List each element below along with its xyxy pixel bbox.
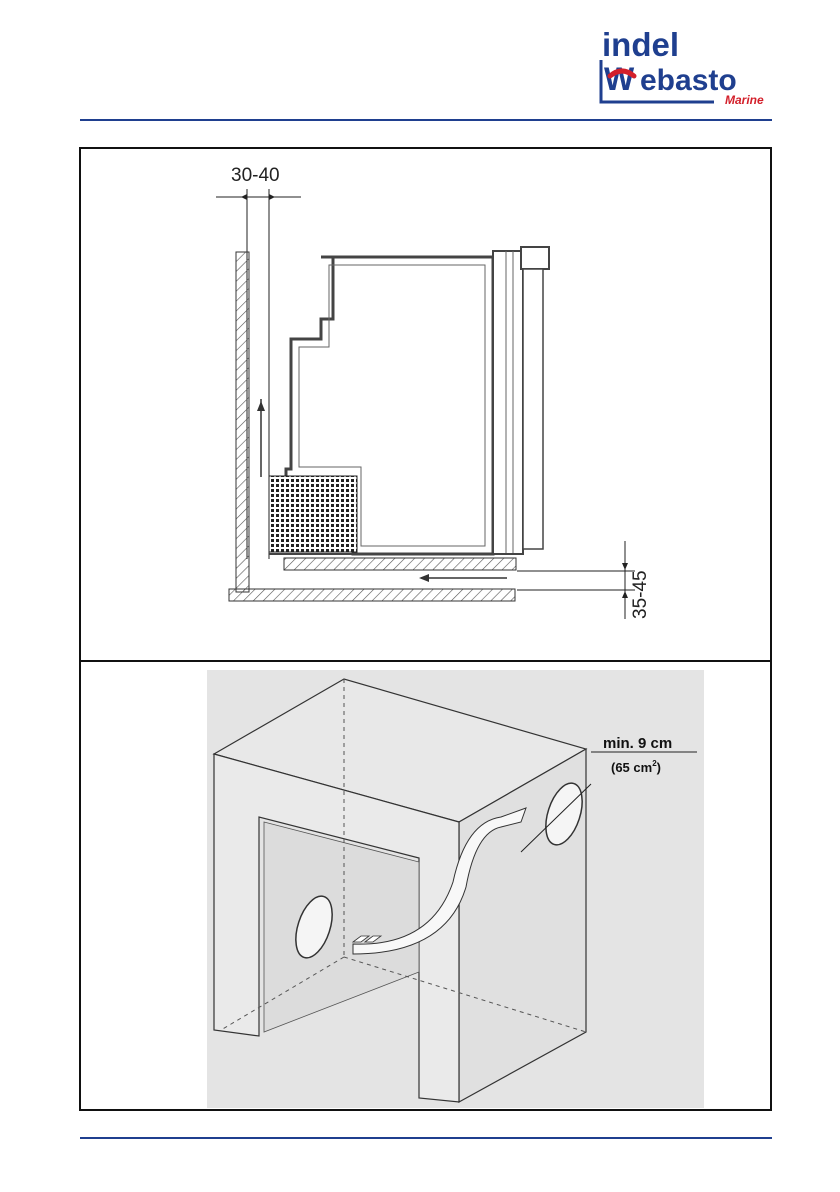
figure-ventilation: min. 9 cm (65 cm2): [79, 660, 772, 1111]
rear-wall: [236, 252, 249, 592]
indel-webasto-marine-logo: indel W ebasto Marine: [596, 26, 780, 108]
logo-w-letter: W: [604, 61, 635, 97]
figure-side-view: 30-40 35-45: [79, 147, 772, 662]
ventilation-diagram: min. 9 cm (65 cm2): [81, 662, 770, 1109]
door-handle: [521, 247, 549, 269]
vent-size-label: min. 9 cm: [603, 735, 672, 752]
footer-rule: [80, 1137, 772, 1139]
logo-line2: ebasto: [640, 64, 737, 97]
dim-floor-gap-label: 35-45: [630, 570, 651, 619]
side-view-diagram: 30-40 35-45: [81, 149, 770, 660]
dim-wall-gap-label: 30-40: [231, 165, 280, 186]
logo-line1: indel: [602, 26, 679, 63]
fridge-door: [493, 251, 523, 554]
base-plate: [284, 558, 516, 570]
condenser-grill: [269, 476, 357, 552]
header-rule: [80, 119, 772, 121]
logo-sub: Marine: [725, 93, 764, 107]
floor: [229, 589, 515, 601]
